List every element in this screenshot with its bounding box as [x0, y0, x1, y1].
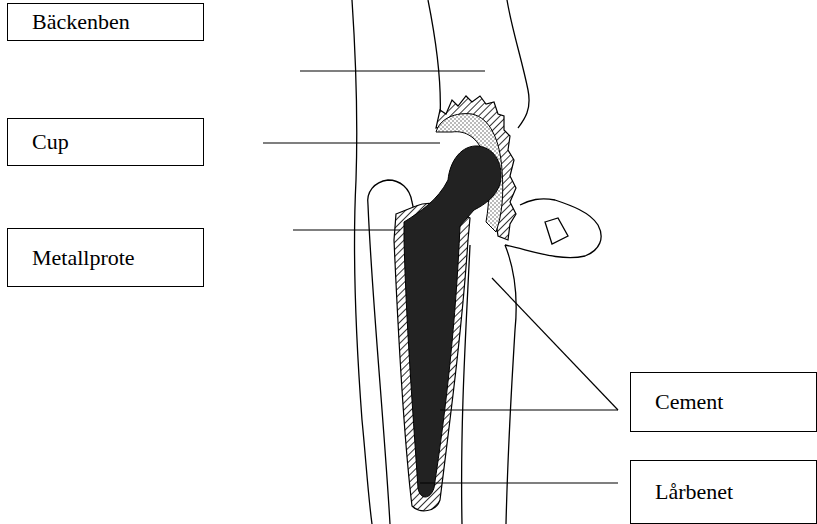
part-label: Cement: [631, 389, 733, 415]
label-box: Lårbenet: [630, 460, 817, 524]
leader-line: [263, 71, 618, 483]
part-label: Bäckenben: [8, 9, 140, 35]
label-box: Bäckenben: [7, 3, 204, 41]
part-label: Metallprote: [8, 245, 145, 271]
body-outline: [352, 0, 601, 524]
label-box: Cement: [630, 372, 817, 432]
part-label: Lårbenet: [631, 479, 743, 505]
label-box: Cup: [7, 118, 204, 166]
metal-stem: [404, 146, 501, 497]
part-label: Cup: [8, 129, 79, 155]
label-box: Metallprote: [7, 228, 204, 287]
